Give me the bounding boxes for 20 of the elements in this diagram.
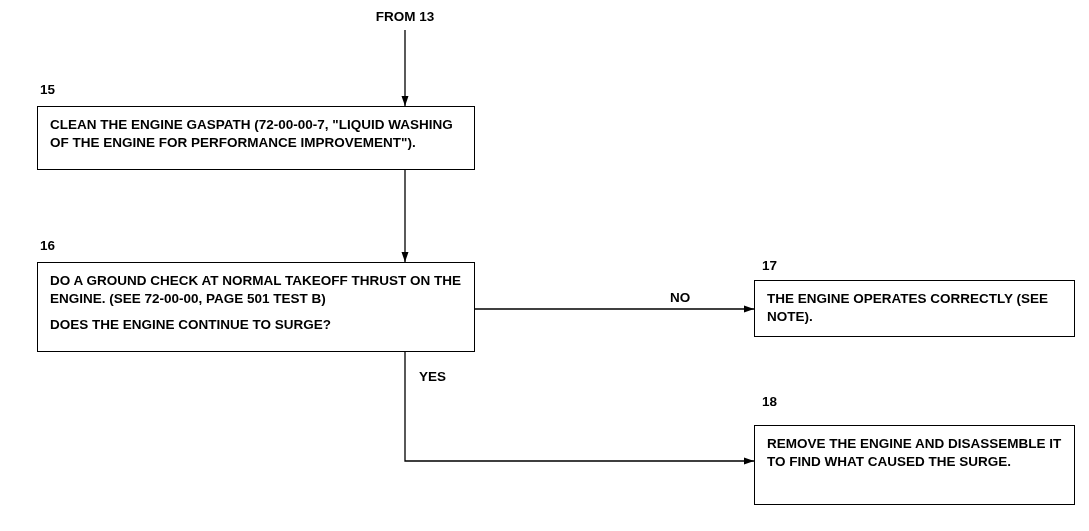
arrow xyxy=(474,305,755,313)
process-box xyxy=(754,425,1075,505)
arrow xyxy=(401,169,409,263)
arrow xyxy=(401,29,409,107)
step-text: CLEAN THE ENGINE GASPATH (72-00-00-7, "LIQUID WASHING OF THE ENGINE FOR PERFORMANCE IMPROVEMENT"). xyxy=(50,116,454,152)
step-text: REMOVE THE ENGINE AND DISASSEMBLE IT TO FIND WHAT CAUSED THE SURGE. xyxy=(767,435,1062,471)
step-number: 15 xyxy=(40,82,56,97)
step-text: DOES THE ENGINE CONTINUE TO SURGE? xyxy=(50,316,333,334)
process-box xyxy=(37,106,475,170)
arrow xyxy=(404,351,755,465)
step-text: FROM 13 xyxy=(374,8,436,26)
step-number: 17 xyxy=(762,258,778,273)
edge-label: NO xyxy=(668,290,693,305)
step-text: DO A GROUND CHECK AT NORMAL TAKEOFF THRUST ON THE ENGINE. (SEE 72-00-00, PAGE 501 TEST B) xyxy=(50,272,462,308)
step-text: THE ENGINE OPERATES CORRECTLY (SEE NOTE). xyxy=(767,290,1050,326)
step-number: 16 xyxy=(40,238,56,253)
process-box xyxy=(754,280,1075,337)
process-box xyxy=(37,262,475,352)
step-number: 18 xyxy=(762,394,778,409)
edge-label: YES xyxy=(417,369,448,384)
